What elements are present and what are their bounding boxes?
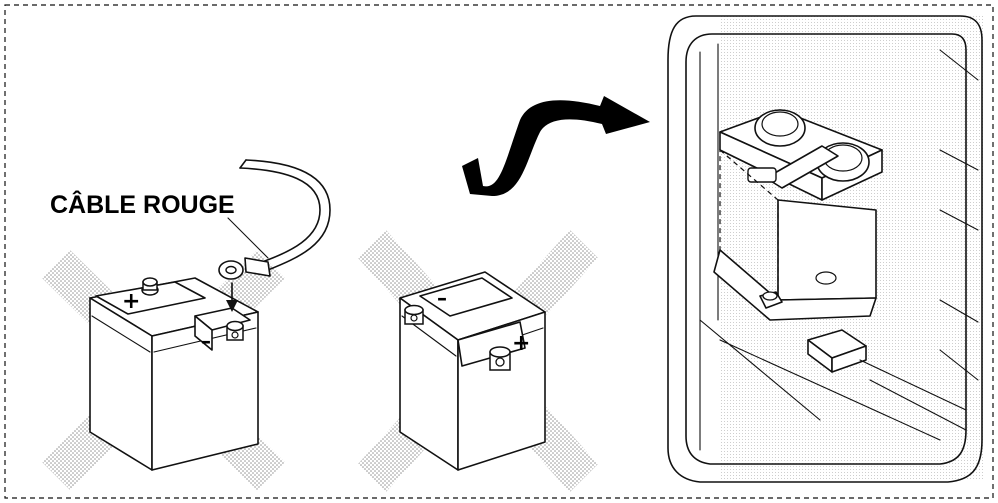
generator-compartment [667,15,985,483]
terminal-negative-icon [404,304,424,325]
bolt-icon [759,291,783,309]
dashed-frame [4,4,994,499]
callout-label-cable-rouge: CÂBLE ROUGE [50,189,235,219]
negative-sign: – [201,329,211,353]
terminal-positive-icon [141,277,159,296]
battery-middle: – + [399,271,546,471]
middle-prohibited-battery-group: – + [358,230,598,492]
curved-arrow-icon [462,96,650,196]
positive-sign: + [122,289,140,314]
terminal-positive-icon [489,346,511,371]
battery-holder [699,109,967,441]
positive-sign: + [512,331,530,356]
red-cable [218,159,331,280]
left-prohibited-battery-group: + – [42,159,331,490]
battery-left: + – [89,277,259,471]
terminal-negative-icon [226,320,244,341]
down-arrow-icon [226,282,238,312]
callout-leader [227,217,269,259]
negative-sign: – [437,286,447,310]
